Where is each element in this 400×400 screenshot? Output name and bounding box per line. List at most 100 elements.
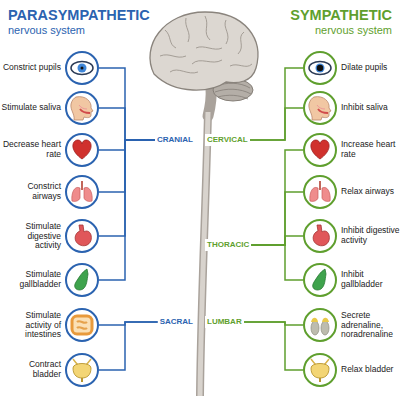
bladder <box>73 364 91 379</box>
nerve-connector <box>99 140 155 280</box>
gallbladder-icon <box>313 269 326 290</box>
effect-label: Stimulate digestive activity <box>1 222 61 251</box>
spinal-region: SACRAL <box>158 316 195 328</box>
urethra <box>81 378 83 382</box>
region-label: CERVICAL <box>207 135 248 144</box>
head <box>309 97 331 120</box>
effect-label: Constrict pupils <box>1 63 61 73</box>
eye-white <box>71 62 93 75</box>
organ-circle: Stimulate activity of intestines <box>65 308 99 342</box>
eye-icon <box>71 62 93 75</box>
brain-gyri <box>160 16 252 73</box>
effect-label: Inhibit digestive activity <box>341 226 400 245</box>
head <box>71 97 93 120</box>
organ-circle: Constrict pupils <box>65 51 99 85</box>
organ-circle: Relax bladder <box>303 353 337 387</box>
organ-circle: Decrease heart rate <box>65 133 99 167</box>
nerve-connector <box>250 108 303 140</box>
eye-white <box>309 62 331 75</box>
effect-label: Decrease heart rate <box>1 140 61 159</box>
lungs-icon <box>72 181 92 201</box>
nerve-connector <box>99 140 155 150</box>
large-intestine <box>72 316 92 334</box>
heart <box>73 140 91 159</box>
spinal-region: LUMBAR <box>205 316 244 328</box>
effect-label: Stimulate saliva <box>1 103 61 113</box>
eye-icon <box>309 62 331 75</box>
bladder-icon <box>311 359 329 382</box>
system-subheading: nervous system <box>315 24 392 36</box>
system-heading: SYMPATHETIC <box>290 7 392 23</box>
trachea <box>81 181 83 190</box>
ureters <box>311 359 329 365</box>
left-lung <box>72 187 80 201</box>
intestines-icon <box>72 316 92 334</box>
heart-icon <box>311 140 329 159</box>
organ-circle: Stimulate digestive activity <box>65 219 99 253</box>
adrenal-icon <box>311 318 329 335</box>
cerebrum <box>150 12 258 90</box>
nerve-connector <box>250 68 303 140</box>
organ-circle: Constrict airways <box>65 175 99 209</box>
gallbladder <box>313 269 326 290</box>
organ-circle: Secrete adrenaline, noradrenaline <box>303 308 337 342</box>
spinal-region: CERVICAL <box>205 134 250 146</box>
stomach <box>75 225 91 246</box>
system-subheading: nervous system <box>8 24 85 36</box>
spinal-region: THORACIC <box>205 239 251 251</box>
kidney <box>321 321 329 335</box>
region-label: SACRAL <box>160 317 193 326</box>
heart <box>311 140 329 159</box>
left-lung <box>310 187 318 201</box>
effect-label: Inhibit gallbladder <box>341 270 400 289</box>
bladder-icon <box>73 359 91 382</box>
nerve-connector <box>99 108 155 140</box>
nerve-connector <box>244 322 303 370</box>
ureters <box>73 359 91 365</box>
gallbladder <box>75 269 88 290</box>
effect-label: Inhibit saliva <box>341 103 400 113</box>
nerve-connector <box>99 140 155 236</box>
nerve-connector <box>251 192 303 245</box>
spinal-cord <box>200 112 208 396</box>
region-label: CRANIAL <box>157 135 193 144</box>
effect-label: Increase heart rate <box>341 140 400 159</box>
effect-label: Relax bladder <box>341 365 400 375</box>
small-intestine <box>77 321 87 329</box>
effect-label: Stimulate gallbladder <box>1 270 61 289</box>
salivary-gland <box>79 105 87 109</box>
mouth <box>80 109 90 113</box>
gallbladder-icon <box>75 269 88 290</box>
organ-circle: Stimulate gallbladder <box>65 263 99 297</box>
iris <box>78 64 87 73</box>
adrenal-gland <box>311 318 318 322</box>
nerve-connector <box>99 322 158 370</box>
effect-label: Relax airways <box>341 187 400 197</box>
nerve-connector <box>251 245 303 280</box>
stomach <box>313 225 329 246</box>
mouth <box>318 109 328 113</box>
nerve-connector <box>99 140 155 192</box>
organ-circle: Contract bladder <box>65 353 99 387</box>
effect-label: Secrete adrenaline, noradrenaline <box>341 311 400 340</box>
heart-icon <box>73 140 91 159</box>
effect-label: Contract bladder <box>1 360 61 379</box>
stomach-icon <box>313 225 329 246</box>
nerve-connector <box>251 236 303 245</box>
pupil <box>317 65 323 71</box>
salivary-gland <box>317 105 325 109</box>
organ-circle: Dilate pupils <box>303 51 337 85</box>
right-lung <box>322 187 330 201</box>
stomach-icon <box>75 225 91 246</box>
nerve-connector <box>251 150 303 245</box>
organ-circle: Inhibit digestive activity <box>303 219 337 253</box>
spinal-region: CRANIAL <box>155 134 195 146</box>
effect-label: Stimulate activity of intestines <box>1 311 61 340</box>
organ-circle: Inhibit saliva <box>303 91 337 125</box>
spinal-cord-outline <box>200 112 208 396</box>
bladder <box>311 364 329 379</box>
kidney <box>311 321 319 335</box>
organ-circle: Relax airways <box>303 175 337 209</box>
